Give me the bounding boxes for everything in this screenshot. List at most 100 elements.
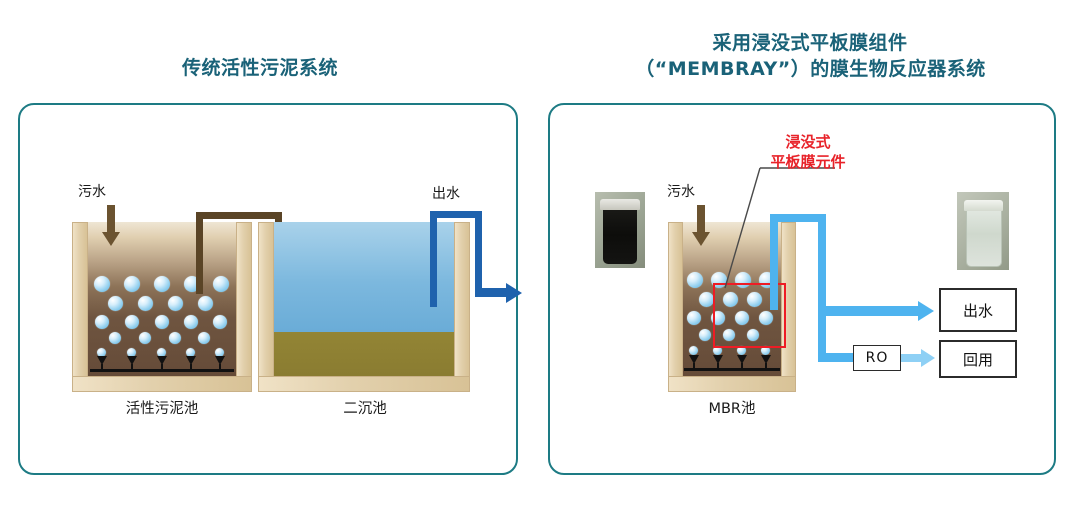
- permeate-pipe-crossover: [770, 214, 826, 222]
- effluent-pipe-exit: [475, 288, 508, 297]
- aeration-bubble: [169, 332, 181, 344]
- aeration-bubble: [155, 315, 169, 329]
- aeration-diffuser-stem: [161, 364, 163, 369]
- clarifier-wall-left: [258, 222, 274, 392]
- permeate-jar-body: [966, 207, 1002, 267]
- clarifier-contents: [274, 222, 454, 376]
- aeration-bubble: [125, 315, 139, 329]
- mbr-bubble: [761, 346, 770, 355]
- aeration-diffuser: [186, 356, 196, 365]
- output-box-effluent[interactable]: 出水: [939, 288, 1017, 332]
- aeration-bubble: [215, 348, 224, 357]
- transfer-pipe-vertical-up: [196, 212, 203, 294]
- aeration-bubble: [168, 296, 183, 311]
- aeration-bubble: [108, 296, 123, 311]
- aeration-bubble: [157, 348, 166, 357]
- mbr-bubble: [735, 311, 749, 325]
- permeate-pipe-riser-outer: [818, 214, 826, 361]
- ro-to-reuse-pipe: [901, 354, 923, 362]
- mbr-tank-wall-left: [668, 222, 683, 392]
- permeate-pipe-riser-inner: [770, 214, 778, 310]
- aeration-diffuser: [97, 356, 107, 365]
- aeration-diffuser-stem: [190, 364, 192, 369]
- mbr-diffuser: [761, 355, 771, 364]
- membrane-annotation-line1: 浸没式: [785, 133, 831, 151]
- clarifier-tank: [258, 222, 470, 392]
- effluent-arrow-head: [506, 283, 522, 303]
- mbr-diffuser: [737, 355, 747, 364]
- mbr-diffuser-manifold: [684, 368, 780, 371]
- mbr-influent-arrow-head: [692, 232, 710, 246]
- mbr-tank-wall-bottom: [668, 376, 796, 392]
- effluent-pipe-down-outer: [475, 211, 482, 288]
- left-panel-title: 传统活性污泥系统: [181, 57, 338, 79]
- aeration-tank-caption: 活性污泥池: [125, 401, 199, 417]
- permeate-jar-lid: [964, 200, 1003, 211]
- permeate-effluent-arrow-head: [918, 301, 934, 321]
- aeration-tank-wall-right: [236, 222, 252, 392]
- aeration-diffuser: [215, 356, 225, 365]
- aeration-diffuser-manifold: [90, 369, 234, 372]
- output-box-reuse[interactable]: 回用: [939, 340, 1017, 378]
- reuse-arrow-head: [921, 349, 935, 367]
- mbr-bubble: [759, 311, 773, 325]
- influent-label-left: 污水: [78, 184, 106, 200]
- mbr-bubble: [699, 329, 711, 341]
- membrane-module-highlight: [713, 283, 786, 348]
- mbr-bubble: [723, 292, 738, 307]
- aeration-tank: [72, 222, 252, 392]
- mbr-diffuser-stem: [717, 363, 719, 368]
- right-panel-title-line2: （“MEMBRAY”）的膜生物反应器系统: [635, 58, 986, 80]
- permeate-sample-photo: [957, 192, 1009, 270]
- effluent-pipe-down-inner: [430, 211, 437, 307]
- aeration-bubble: [138, 296, 153, 311]
- aeration-bubble: [94, 276, 110, 292]
- aeration-bubble: [97, 348, 106, 357]
- aeration-bubble: [213, 315, 227, 329]
- clarifier-wall-right: [454, 222, 470, 392]
- aeration-bubble: [109, 332, 121, 344]
- effluent-label-left: 出水: [432, 186, 460, 202]
- membrane-annotation-line2: 平板膜元件: [770, 153, 846, 171]
- ro-unit-box[interactable]: RO: [853, 345, 901, 371]
- annotation-leader-line: [724, 167, 835, 289]
- aeration-bubble: [154, 276, 170, 292]
- aeration-tank-wall-left: [72, 222, 88, 392]
- mbr-diffuser: [713, 355, 723, 364]
- aeration-diffuser-stem: [131, 364, 133, 369]
- settled-sludge-fill: [274, 332, 454, 376]
- aeration-tank-wall-bottom: [72, 376, 252, 392]
- aeration-bubble: [184, 315, 198, 329]
- aeration-diffuser: [157, 356, 167, 365]
- mbr-influent-arrow-shaft: [697, 205, 705, 233]
- sludge-jar-lid: [600, 199, 640, 210]
- mbr-bubble: [747, 329, 759, 341]
- mbr-bubble: [699, 292, 714, 307]
- influent-arrow-shaft: [107, 205, 115, 233]
- mbr-bubble: [723, 329, 735, 341]
- aeration-diffuser: [127, 356, 137, 365]
- aeration-bubble: [198, 332, 210, 344]
- sludge-sample-photo: [595, 192, 645, 268]
- permeate-branch-ro: [818, 353, 856, 362]
- aeration-tank-contents: [88, 222, 236, 376]
- mbr-diffuser: [689, 355, 699, 364]
- aeration-bubble: [198, 296, 213, 311]
- aeration-bubble: [186, 348, 195, 357]
- supernatant-fill: [274, 222, 454, 332]
- mbr-influent-label: 污水: [667, 184, 695, 200]
- permeate-branch-effluent: [818, 306, 920, 316]
- mbr-tank-caption: MBR池: [708, 401, 756, 417]
- mbr-bubble: [687, 272, 703, 288]
- right-panel-title-line1: 采用浸没式平板膜组件: [712, 32, 908, 54]
- aeration-bubble: [95, 315, 109, 329]
- mbr-bubble: [747, 292, 762, 307]
- aeration-bubble: [139, 332, 151, 344]
- mbr-diffuser-stem: [693, 363, 695, 368]
- aeration-diffuser-stem: [219, 364, 221, 369]
- mbr-bubble: [687, 311, 701, 325]
- influent-arrow-head: [102, 232, 120, 246]
- clarifier-tank-caption: 二沉池: [343, 401, 387, 417]
- transfer-pipe-horizontal: [196, 212, 282, 219]
- mbr-diffuser-stem: [741, 363, 743, 368]
